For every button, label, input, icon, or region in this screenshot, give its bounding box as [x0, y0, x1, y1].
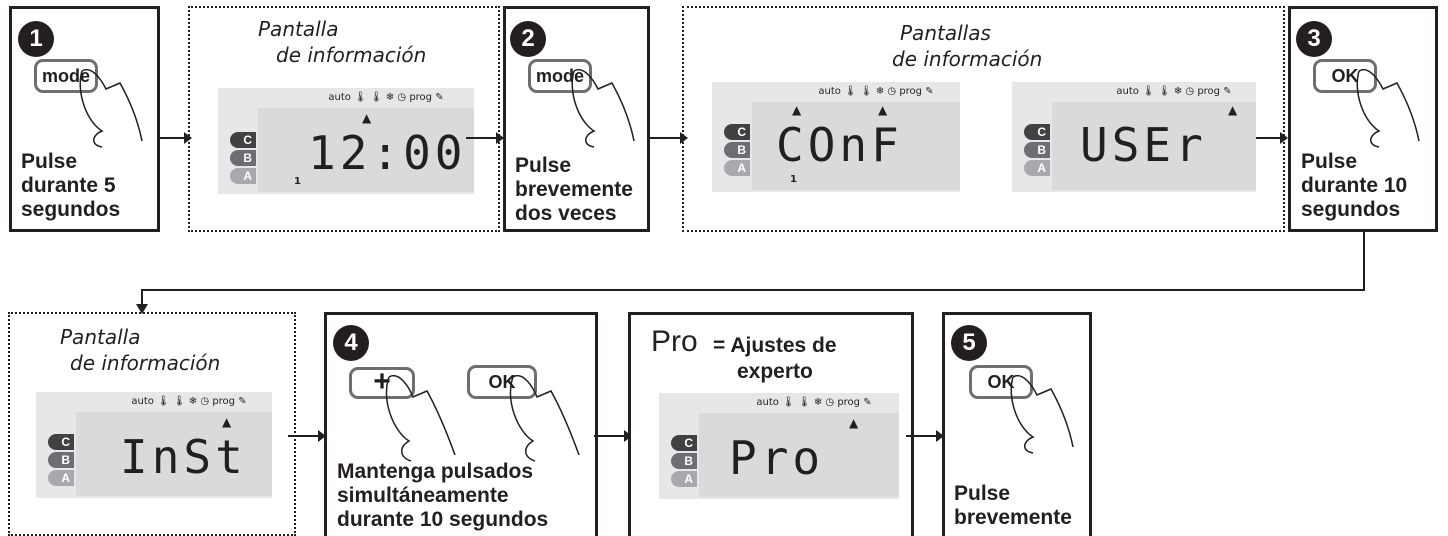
hand-press-icon — [1010, 374, 1074, 454]
mode-b-pill: B — [1024, 142, 1050, 158]
mode-a-pill: A — [724, 160, 750, 176]
info-1-title-line1: Pantalla — [258, 17, 339, 41]
lcd-icons-row: auto 🌡 🌡 ❄ ◷ prog ✎ — [818, 86, 934, 97]
step-4-box: 4 + OK Mantenga pulsados simultáneamente… — [324, 312, 598, 536]
lcd-screen: ▲ ▲ COnF 1 — [752, 102, 960, 190]
mode-c-pill: C — [230, 132, 256, 148]
hand-press-icon — [385, 374, 456, 462]
lcd-display: auto 🌡 🌡 ❄ ◷ prog ✎ C B A ▲ ▲ COnF 1 — [712, 82, 960, 192]
mode-a-pill: A — [1024, 160, 1050, 176]
info-3-title-line2: de información — [70, 351, 221, 375]
step-4-caption-line1: Mantenga pulsados — [337, 460, 534, 483]
lcd-display: auto 🌡 🌡 ❄ ◷ prog ✎ C B A ▲ InSt — [36, 392, 272, 498]
lcd-indicator-triangle: ▲ — [878, 103, 888, 117]
arrow-right-icon — [288, 430, 326, 442]
mode-b-pill: B — [230, 150, 256, 166]
flow-connector — [136, 232, 1365, 314]
mode-b-pill: B — [671, 453, 697, 469]
step-4-caption-line3: durante 10 segundos — [337, 508, 549, 531]
lcd-screen: ▲ Pro — [699, 413, 899, 497]
lcd-indicator-triangle: ▲ — [792, 103, 802, 117]
step-4-number: 4 — [333, 325, 369, 361]
pro-definition-line2: experto — [737, 360, 813, 383]
step-5-caption-line1: Pulse — [954, 482, 1011, 505]
mode-button[interactable]: mode — [528, 59, 592, 93]
step-2-box: 2 mode Pulse brevemente dos veces — [503, 6, 650, 232]
lcd-indicator-triangle: ▲ — [222, 415, 232, 429]
step-3-caption-line2: durante 10 — [1301, 174, 1408, 197]
mode-b-pill: B — [48, 452, 74, 468]
lcd-program-number: 1 — [790, 174, 797, 185]
lcd-program-number: 1 — [294, 176, 301, 187]
ok-button[interactable]: OK — [969, 365, 1033, 399]
mode-button[interactable]: mode — [34, 59, 98, 93]
info-1-title-line2: de información — [276, 43, 427, 67]
step-1-caption-line1: Pulse — [21, 150, 78, 173]
lcd-screen: ▲ InSt — [76, 412, 272, 496]
mode-a-pill: A — [48, 470, 74, 486]
lcd-segment-text: Pro — [729, 431, 825, 485]
hand-press-icon — [1356, 68, 1420, 148]
lcd-indicator-triangle: ▲ — [1228, 103, 1238, 117]
mode-c-pill: C — [1024, 124, 1050, 140]
info-screen-2-box: Pantallas de información auto 🌡 🌡 ❄ ◷ pr… — [682, 6, 1285, 232]
step-5-number: 5 — [951, 325, 987, 361]
lcd-screen: ▲ 12:00 1 — [258, 108, 474, 192]
hand-press-icon — [571, 68, 635, 148]
mode-c-pill: C — [724, 124, 750, 140]
info-2-title-line2: de información — [892, 47, 1043, 71]
lcd-segment-text: USEr — [1080, 118, 1207, 172]
step-3-caption-line3: segundos — [1301, 198, 1401, 221]
lcd-segment-text: COnF — [776, 118, 903, 172]
lcd-icons-row: auto 🌡 🌡 ❄ ◷ prog ✎ — [131, 396, 247, 407]
ok-button[interactable]: OK — [1313, 59, 1377, 93]
step-2-caption-line1: Pulse — [515, 154, 572, 177]
info-2-title-line1: Pantallas — [900, 21, 991, 45]
step-1-caption-line3: segundos — [21, 198, 121, 221]
lcd-indicator-triangle: ▲ — [362, 111, 372, 125]
step-5-caption-line2: brevemente — [954, 506, 1072, 529]
lcd-indicator-triangle: ▲ — [849, 416, 859, 430]
arrow-right-icon — [466, 132, 504, 144]
mode-a-pill: A — [671, 471, 697, 487]
step-3-box: 3 OK Pulse durante 10 segundos — [1288, 6, 1438, 232]
step-5-box: 5 OK Pulse brevemente — [942, 312, 1092, 536]
plus-button[interactable]: + — [349, 367, 415, 399]
pro-code-label: Pro — [651, 325, 698, 358]
lcd-screen: ▲ USEr — [1052, 102, 1256, 190]
mode-c-pill: C — [671, 435, 697, 451]
lcd-display: auto 🌡 🌡 ❄ ◷ prog ✎ C B A ▲ USEr — [1012, 82, 1256, 192]
lcd-display: auto 🌡 🌡 ❄ ◷ prog ✎ C B A ▲ Pro — [659, 393, 899, 499]
step-2-caption-line3: dos veces — [515, 202, 617, 225]
step-2-caption-line2: brevemente — [515, 178, 633, 201]
hand-press-icon — [509, 374, 580, 462]
step-3-caption-line1: Pulse — [1301, 150, 1358, 173]
lcd-icons-row: auto 🌡 🌡 ❄ ◷ prog ✎ — [1116, 86, 1232, 97]
mode-c-pill: C — [48, 434, 74, 450]
info-screen-3-box: Pantalla de información auto 🌡 🌡 ❄ ◷ pro… — [8, 312, 296, 536]
lcd-display: auto 🌡 🌡 ❄ ◷ prog ✎ C B A ▲ 12:00 1 — [218, 88, 474, 194]
step-1-caption-line2: durante 5 — [21, 174, 116, 197]
lcd-icons-row: auto 🌡 🌡 ❄ ◷ prog ✎ — [328, 92, 444, 103]
step-3-number: 3 — [1296, 21, 1332, 57]
info-screen-1-box: Pantalla de información auto 🌡 🌡 ❄ ◷ pro… — [188, 6, 500, 232]
lcd-segment-text: InSt — [120, 430, 247, 484]
step-4-caption-line2: simultáneamente — [337, 484, 509, 507]
pro-definition-line1: = Ajustes de — [713, 334, 837, 357]
pro-settings-box: Pro = Ajustes de experto auto 🌡 🌡 ❄ ◷ pr… — [628, 312, 914, 536]
arrow-right-icon — [1256, 132, 1288, 144]
hand-press-icon — [79, 68, 143, 148]
step-1-number: 1 — [18, 21, 54, 57]
arrow-right-icon — [906, 430, 944, 442]
step-1-box: 1 mode Pulse durante 5 segundos — [9, 6, 160, 232]
info-3-title-line1: Pantalla — [60, 325, 141, 349]
step-2-number: 2 — [510, 21, 546, 57]
lcd-icons-row: auto 🌡 🌡 ❄ ◷ prog ✎ — [756, 397, 872, 408]
ok-button[interactable]: OK — [467, 365, 537, 399]
mode-b-pill: B — [724, 142, 750, 158]
mode-a-pill: A — [230, 168, 256, 184]
lcd-segment-text: 12:00 — [308, 126, 467, 180]
